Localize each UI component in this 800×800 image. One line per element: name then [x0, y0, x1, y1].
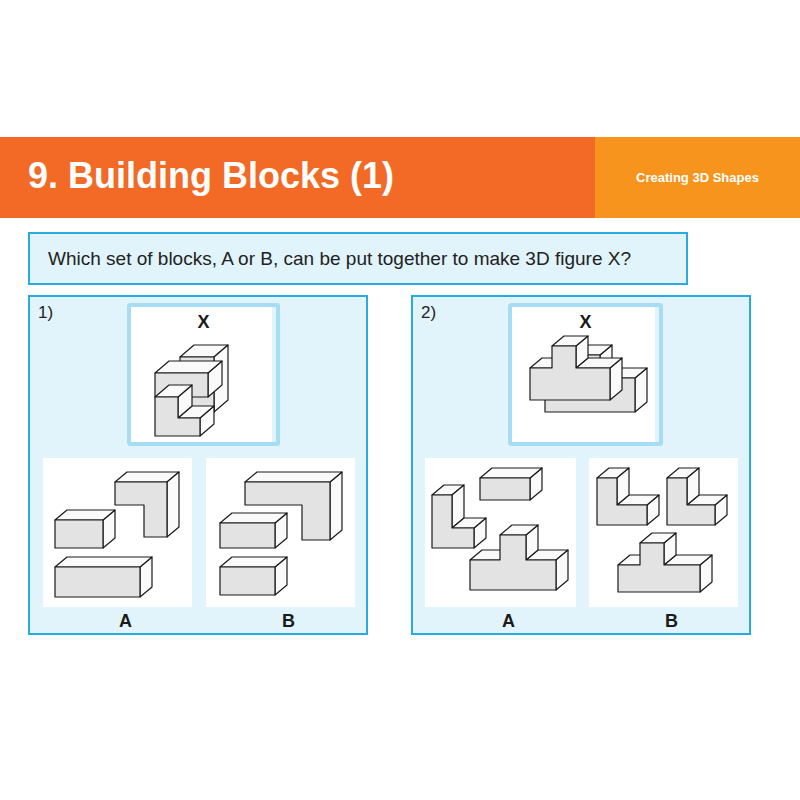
block-side [640, 533, 676, 543]
choice-ground [43, 458, 192, 607]
topic-label: Creating 3D Shapes [636, 170, 759, 185]
block-side [330, 472, 342, 540]
option-letter: X [512, 312, 659, 333]
block-front [432, 495, 474, 548]
question-box: Which set of blocks, A or B, can be put … [28, 232, 688, 285]
block-piece [618, 533, 712, 592]
option-letter: B [589, 611, 754, 632]
block-front [55, 567, 140, 597]
choice-ground [206, 458, 355, 607]
block-drawings [55, 336, 727, 597]
block-side [480, 468, 542, 478]
question-panel: 1) X AB [28, 295, 368, 635]
question-ground [28, 232, 688, 285]
option-letter: B [206, 611, 371, 632]
block-front [115, 482, 167, 537]
block-side [617, 468, 629, 505]
block-side [500, 525, 538, 535]
block-front [618, 543, 700, 592]
option-letter: A [43, 611, 208, 632]
block-side [452, 518, 486, 528]
block-front [220, 523, 275, 548]
choice-set: A [43, 458, 208, 632]
block-piece [530, 336, 622, 400]
block-piece [480, 468, 542, 500]
choice-ground [425, 458, 576, 607]
header-tab [595, 137, 800, 218]
block-piece [220, 513, 287, 548]
page-title: 9. Building Blocks (1) [28, 155, 394, 197]
block-front [55, 520, 103, 548]
choice-set: A [425, 458, 592, 632]
block-front [220, 567, 275, 595]
block-front [597, 478, 647, 525]
block-side [155, 385, 192, 397]
topic-tab: Creating 3D Shapes [595, 137, 800, 218]
block-side [687, 468, 699, 505]
block-front [480, 478, 530, 500]
block-side [245, 472, 342, 482]
panel-ground [411, 295, 751, 635]
block-front [155, 373, 208, 397]
block-front [530, 346, 610, 400]
option-letter: A [425, 611, 592, 632]
choice-ground [589, 458, 738, 607]
header-band [0, 137, 595, 218]
block-side [167, 472, 179, 537]
block-side [55, 510, 115, 520]
target-figure-box: X [508, 303, 663, 446]
question-text: Which set of blocks, A or B, can be put … [48, 248, 631, 270]
block-piece [667, 468, 727, 525]
target-figure-box: X [127, 303, 280, 446]
block-piece [115, 472, 179, 537]
block-front [155, 397, 200, 436]
question-panel: 2) X AB [411, 295, 751, 635]
block-front [667, 478, 715, 525]
block-front [470, 535, 556, 590]
choice-set: B [589, 458, 754, 632]
question-number: 2) [421, 303, 436, 323]
question-number: 1) [38, 303, 53, 323]
block-side [556, 550, 568, 590]
block-side [155, 361, 222, 373]
block-side [220, 513, 287, 523]
block-side [220, 557, 287, 567]
block-piece [220, 557, 287, 595]
option-letter: X [131, 312, 276, 333]
block-piece [155, 385, 214, 436]
panel-ground [28, 295, 368, 635]
block-piece [597, 468, 659, 525]
choice-set: B [206, 458, 371, 632]
block-piece [432, 485, 486, 548]
block-piece [55, 510, 115, 548]
block-side [552, 336, 588, 346]
block-side [55, 557, 152, 567]
block-piece [470, 525, 568, 590]
block-piece [55, 557, 152, 597]
